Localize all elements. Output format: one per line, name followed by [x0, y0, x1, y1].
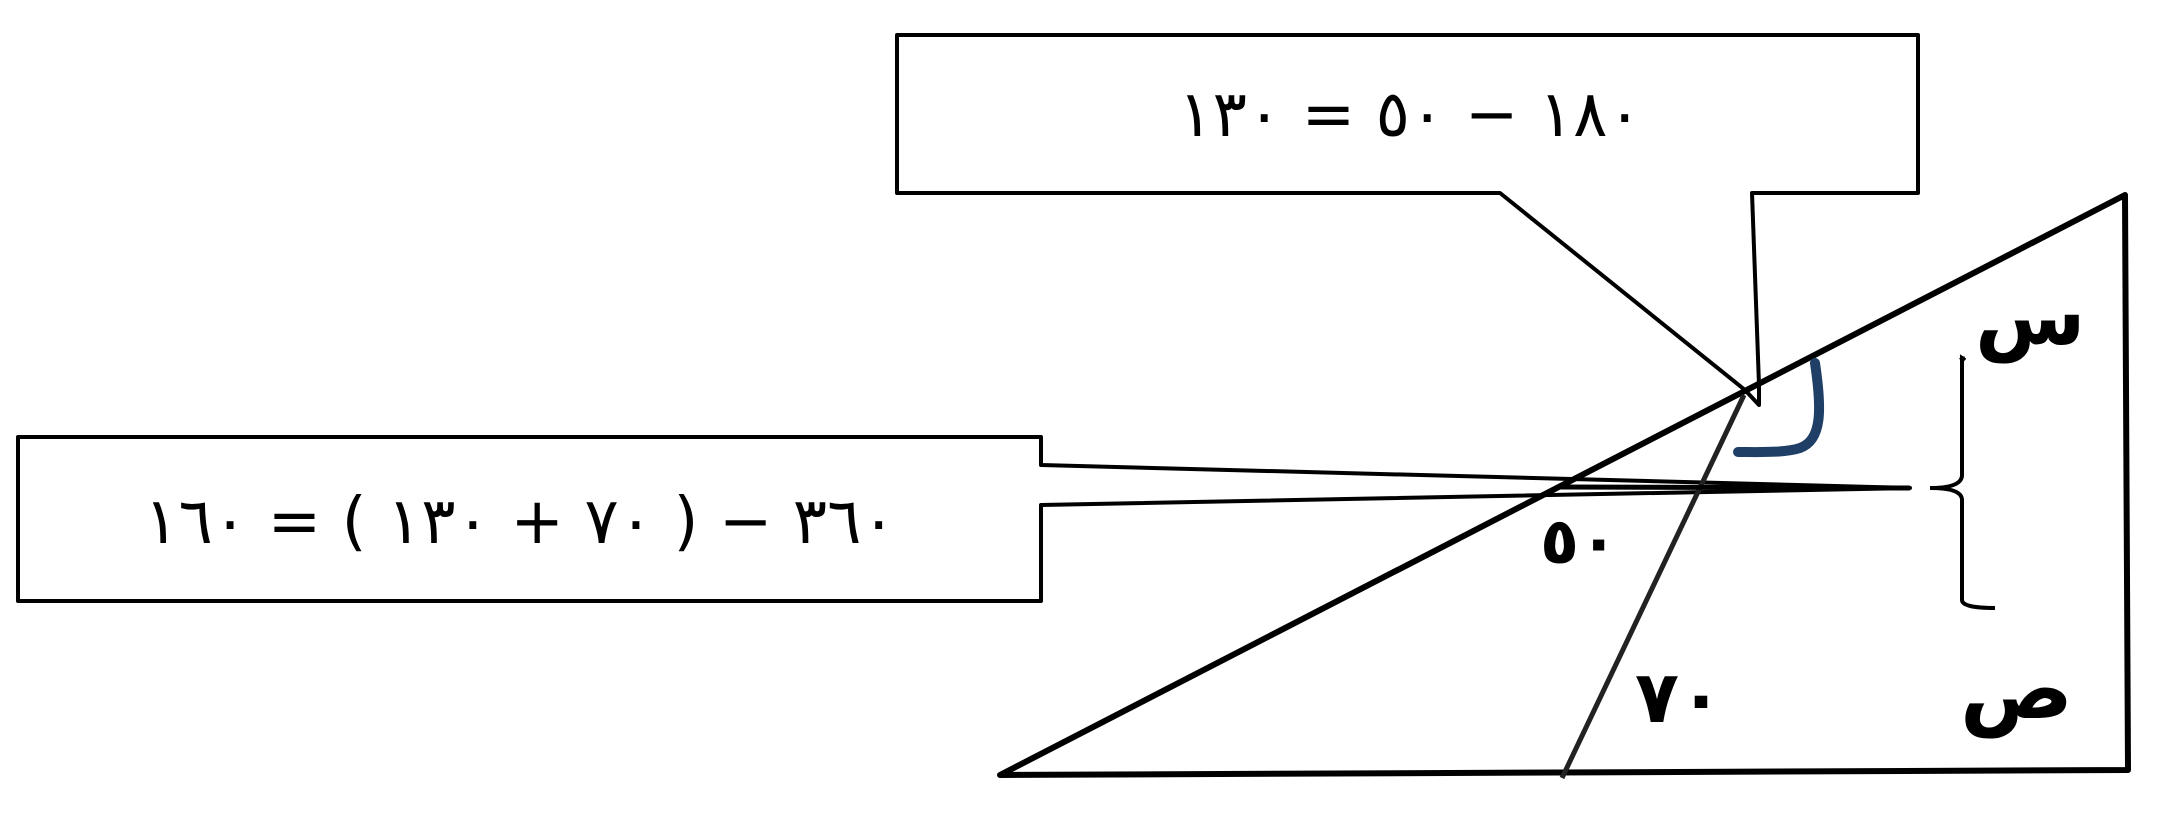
angle-label-70: ٧٠ — [1635, 655, 1723, 739]
variable-label-seen: س — [1975, 270, 2086, 363]
top-callout-box — [895, 33, 1920, 407]
horizontal-line — [1559, 484, 1911, 491]
top-equation: ١٨٠ − ٥٠ = ١٣٠ — [1178, 78, 1642, 152]
left-callout-box — [16, 435, 1912, 603]
brace — [1929, 354, 1996, 610]
variable-label-sad: ص — [1960, 640, 2073, 738]
angle-label-50: ٥٠ — [1540, 505, 1619, 579]
cevian-line — [1559, 393, 1747, 780]
angle-arc-marker — [1733, 358, 1825, 458]
left-equation: ٣٦٠ − ( ٧٠ + ١٣٠ ) = ١٦٠ — [144, 485, 896, 559]
